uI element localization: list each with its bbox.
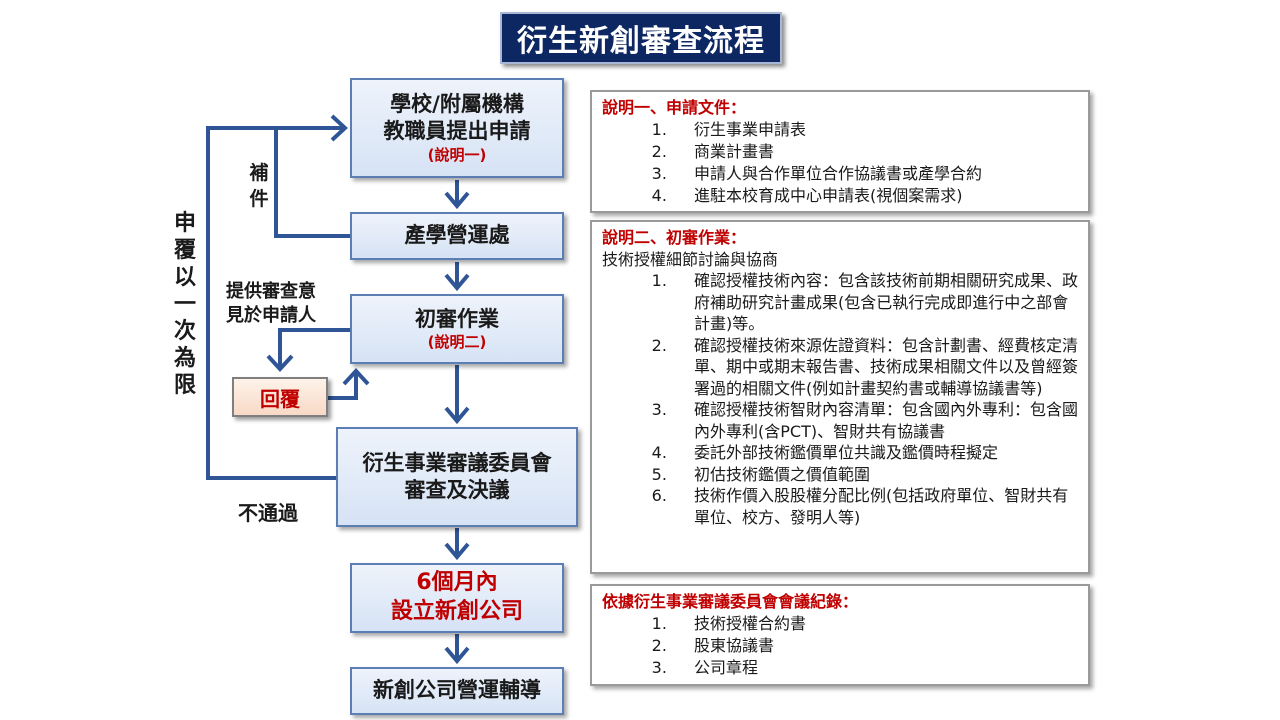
panel-meeting-record-title: 依據衍生事業審議委員會會議紀錄：	[602, 592, 859, 611]
list-item: 申請人與合作單位合作協議書或產學合約	[672, 163, 1078, 185]
arrow-reply-to-initial	[328, 368, 370, 400]
arrow-review-to-reply	[266, 328, 350, 372]
office-box: 產學營運處	[350, 212, 564, 260]
list-item: 委託外部技術鑑價單位共識及鑑價時程擬定	[672, 442, 1078, 464]
committee-line1: 衍生事業審議委員會	[362, 450, 552, 475]
arrow-reapply-loop	[206, 126, 336, 480]
panel-application-docs-title: 說明一、申請文件：	[602, 98, 747, 117]
committee-line2: 審查及決議	[404, 478, 510, 502]
list-item: 公司章程	[672, 657, 1078, 679]
list-item: 技術授權合約書	[672, 613, 1078, 635]
initial-review-ref: (說明二)	[427, 332, 487, 351]
supplement-note: 補 件	[249, 162, 269, 210]
arrow-committee-to-setup	[444, 528, 470, 561]
panel-application-docs: 說明一、申請文件： 衍生事業申請表 商業計畫書 申請人與合作單位合作協議書或產學…	[590, 90, 1090, 213]
list-item: 確認授權技術智財內容清單：包含國內外專利：包含國內外專利(含PCT)、智財共有協…	[672, 399, 1078, 442]
initial-review-label: 初審作業	[415, 306, 499, 331]
reapply-limit-note: 申覆以一次為限	[173, 211, 196, 398]
list-item: 商業計畫書	[672, 141, 1078, 163]
list-item: 衍生事業申請表	[672, 119, 1078, 141]
panel-application-docs-list: 衍生事業申請表 商業計畫書 申請人與合作單位合作協議書或產學合約 進駐本校育成中…	[602, 119, 1078, 207]
arrow-supplement-loop	[274, 114, 350, 238]
arrow-office-to-initial	[444, 262, 470, 292]
panel-initial-review: 說明二、初審作業： 技術授權細節討論與協商 確認授權技術內容：包含該技術前期相關…	[590, 220, 1090, 574]
apply-line1: 學校/附屬機構	[390, 91, 524, 116]
review-feedback-note: 提供審查意 見於申請人	[226, 281, 316, 326]
page-title: 衍生新創審查流程	[500, 12, 782, 64]
fail-note: 不通過	[238, 501, 298, 525]
apply-line2: 教職員提出申請	[383, 119, 531, 144]
list-item: 確認授權技術內容：包含該技術前期相關研究成果、政府補助研究計畫成果(包含已執行完…	[672, 270, 1078, 335]
reply-box: 回覆	[232, 377, 328, 417]
panel-initial-review-intro: 技術授權細節討論與協商	[602, 249, 779, 269]
list-item: 確認授權技術來源佐證資料：包含計劃書、經費核定清單、期中或期末報告書、技術成果相…	[672, 335, 1078, 400]
arrow-initial-to-committee	[444, 365, 470, 425]
panel-initial-review-list: 確認授權技術內容：包含該技術前期相關研究成果、政府補助研究計畫成果(包含已執行完…	[602, 270, 1078, 528]
arrow-setup-to-guide	[444, 634, 470, 665]
panel-meeting-record: 依據衍生事業審議委員會會議紀錄： 技術授權合約書 股東協議書 公司章程	[590, 584, 1090, 686]
guidance-box: 新創公司營運輔導	[350, 667, 564, 715]
guidance-label: 新創公司營運輔導	[373, 678, 541, 703]
apply-box: 學校/附屬機構 教職員提出申請 (說明一)	[350, 78, 564, 178]
initial-review-box: 初審作業 (說明二)	[350, 294, 564, 364]
list-item: 技術作價入股股權分配比例(包括政府單位、智財共有單位、校方、發明人等)	[672, 485, 1078, 528]
apply-ref: (說明一)	[427, 145, 487, 164]
list-item: 股東協議書	[672, 635, 1078, 657]
arrow-apply-to-office	[444, 180, 470, 210]
setup-line2: 設立新創公司	[390, 599, 523, 624]
panel-initial-review-title: 說明二、初審作業：	[602, 228, 747, 247]
office-label: 產學營運處	[404, 223, 510, 248]
panel-meeting-record-list: 技術授權合約書 股東協議書 公司章程	[602, 613, 1078, 679]
list-item: 進駐本校育成中心申請表(視個案需求)	[672, 185, 1078, 207]
setup-company-box: 6個月內 設立新創公司	[350, 563, 564, 633]
list-item: 初估技術鑑價之價值範圍	[672, 464, 1078, 486]
committee-box: 衍生事業審議委員會 審查及決議	[336, 427, 578, 527]
setup-line1: 6個月內	[416, 570, 498, 596]
